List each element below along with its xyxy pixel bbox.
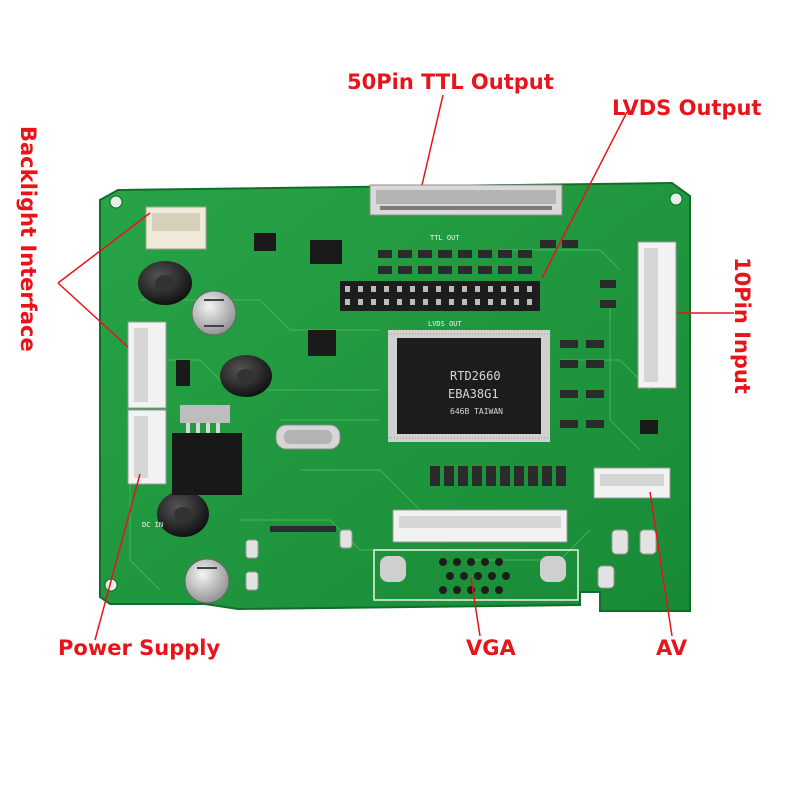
label-vga: VGA [466,636,516,660]
voltage-regulator [172,405,242,495]
chip-text-1: RTD2660 [450,369,501,383]
vga-footprint [373,549,579,601]
smd-row-bottom [430,466,566,486]
smd-row-right [540,240,616,428]
label-10pin-input: 10Pin Input [730,257,754,394]
label-lvds-output: LVDS Output [612,96,762,120]
ic-small-4 [176,360,190,386]
callout-lines [57,94,734,641]
inductor-1 [138,261,192,305]
inductor-2 [220,355,272,397]
capacitor-2 [184,558,230,604]
ic-small-2 [308,330,336,356]
power-connector [127,409,167,485]
smd-row-left [270,526,336,532]
inductor-3 [157,491,209,537]
ic-small-5 [640,420,658,434]
chip-text-3: 646B TAIWAN [450,407,503,416]
label-ttl-output: 50Pin TTL Output [347,70,554,94]
lvds-resistors [378,250,532,274]
backlight-side-connector [127,321,167,409]
label-power-supply: Power Supply [58,636,221,660]
lvds-pin-header [340,281,540,311]
ic-small-1 [310,240,342,264]
silk-dc-in: DC IN [142,521,163,529]
mid-connector [392,509,568,543]
label-av: AV [656,636,688,660]
crystal [275,424,341,450]
silk-lvds-out: LVDS OUT [428,320,463,328]
backlight-connector [145,206,207,250]
input-10pin-connector [637,241,677,389]
label-backlight-interface: Backlight Interface [16,126,40,352]
av-connector [593,467,671,499]
chip-text-2: EBA38G1 [448,387,499,401]
capacitor-1 [191,290,237,336]
silk-ttl-out: TTL OUT [430,234,460,242]
ic-small-3 [254,233,276,251]
main-chip: RTD2660 EBA38G1 646B TAIWAN [388,330,550,442]
